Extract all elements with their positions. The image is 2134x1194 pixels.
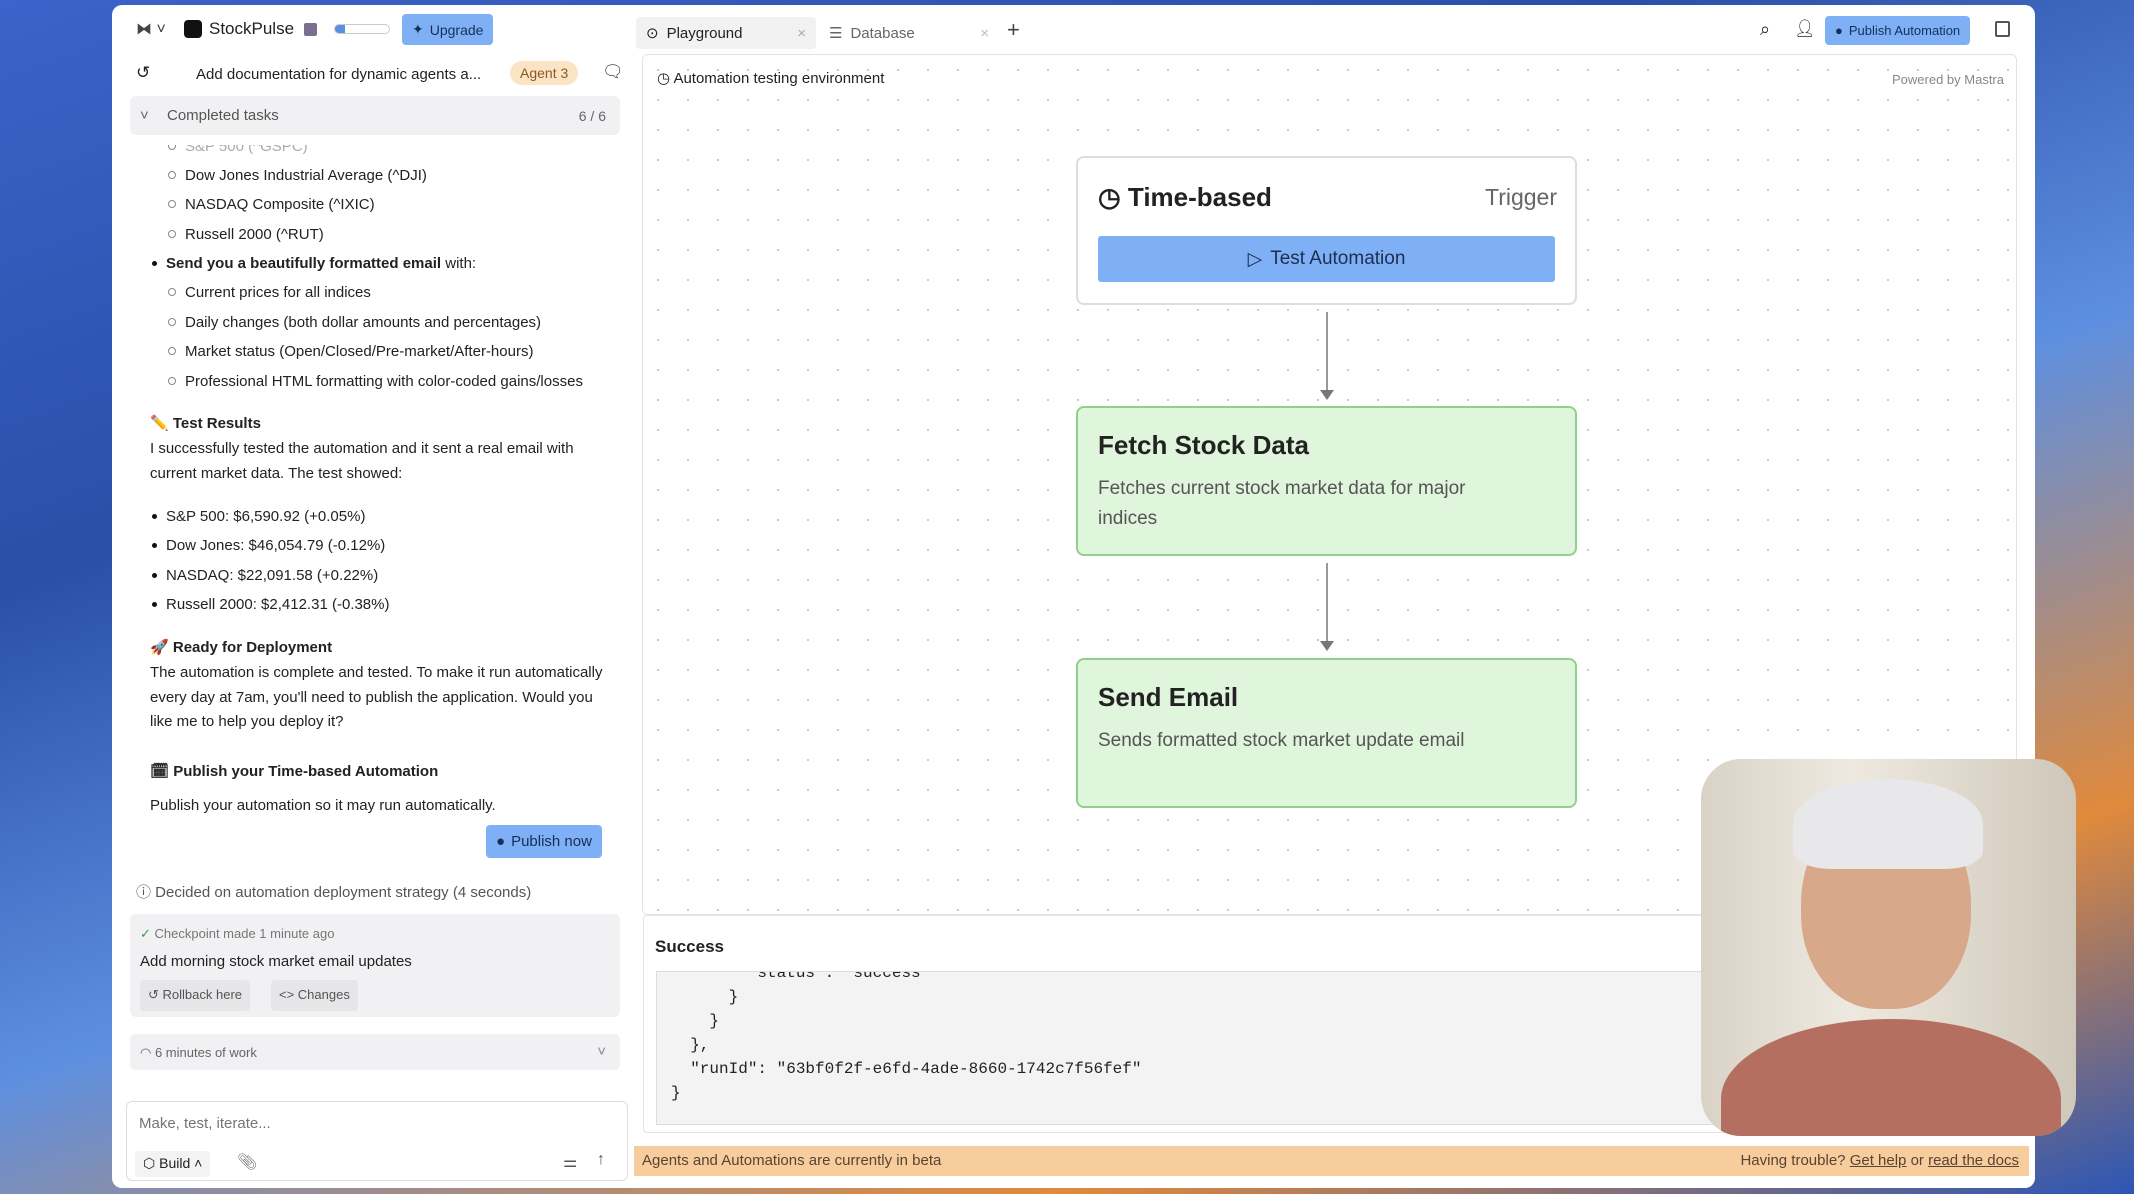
test-automation-button[interactable]: ▷Test Automation	[1098, 236, 1555, 282]
docs-link[interactable]: read the docs	[1928, 1152, 2019, 1169]
agent-badge: Agent 3	[510, 61, 579, 85]
trigger-node[interactable]: ◷ Time-based Trigger ▷Test Automation	[1076, 156, 1577, 305]
chat-input[interactable]	[139, 1110, 609, 1136]
rollback-button[interactable]: ↺ Rollback here	[140, 980, 251, 1011]
mode-select[interactable]: ⬡ Build ˄	[135, 1151, 211, 1177]
app-name[interactable]: StockPulse	[209, 19, 295, 38]
beta-banner: Agents and Automations are currently in …	[634, 1146, 2029, 1176]
send-arrow-icon[interactable]: ↑	[597, 1151, 605, 1168]
completed-tasks-toggle[interactable]: ˅ Completed tasks 6 / 6	[130, 96, 620, 135]
rocket-icon: 🚀	[150, 639, 173, 656]
stop-icon[interactable]	[304, 23, 317, 36]
thinking-icon: ⓘ	[136, 884, 156, 901]
gauge-icon: ◠	[140, 1045, 155, 1060]
settings-sliders-icon[interactable]: ⚌	[563, 1154, 578, 1171]
globe-icon: ●	[1835, 23, 1843, 38]
presenter-cap	[1793, 779, 1983, 869]
check-circle-icon: ✓	[140, 926, 155, 941]
chevron-down-icon: ˅	[597, 1043, 606, 1060]
history-icon[interactable]: ↺	[136, 63, 151, 82]
webcam-video	[1701, 759, 2076, 1136]
play-icon: ▷	[1247, 248, 1263, 270]
new-tab-button[interactable]: +	[1007, 17, 1020, 42]
new-chat-icon[interactable]: 🗨︎	[602, 62, 624, 81]
toggle-panel-icon[interactable]	[1995, 21, 2010, 37]
get-help-link[interactable]: Get help	[1849, 1152, 1907, 1169]
presenter-shirt	[1721, 1019, 2061, 1136]
connector-arrow	[1320, 312, 1334, 400]
powered-by: Powered by Mastra	[1892, 72, 2004, 87]
attach-icon[interactable]: 📎︎	[237, 1154, 258, 1171]
result-status: Success	[655, 937, 724, 956]
fetch-stock-data-node[interactable]: Fetch Stock Data Fetches current stock m…	[1076, 406, 1577, 556]
work-summary-toggle[interactable]: ◠ 6 minutes of work ˅	[130, 1034, 620, 1070]
trigger-tag: Trigger	[1485, 184, 1557, 210]
thread-title: Add documentation for dynamic agents a..…	[196, 66, 482, 83]
chat-messages: S&P 500 (^GSPC) Dow Jones Industrial Ave…	[150, 138, 603, 814]
usage-progress	[334, 24, 390, 34]
globe-icon: ●	[496, 833, 506, 850]
invite-user-icon[interactable]: 👤︎	[1794, 19, 1816, 38]
chevron-down-icon: ˅	[140, 107, 149, 124]
pencil-icon: ✏️	[150, 415, 173, 432]
sparkle-icon: ✦	[412, 21, 424, 37]
changes-button[interactable]: <> Changes	[271, 980, 358, 1011]
chat-panel: ↺ Add documentation for dynamic agents a…	[112, 55, 636, 1188]
connector-arrow	[1320, 563, 1334, 651]
publish-now-button[interactable]: ●Publish now	[486, 825, 602, 858]
clock-icon: ◷	[657, 70, 674, 87]
search-icon[interactable]: ⌕	[1760, 19, 1771, 39]
tab-playground[interactable]: ⊙Playground×	[636, 17, 816, 49]
close-tab-icon[interactable]: ×	[797, 24, 806, 42]
send-email-node[interactable]: Send Email Sends formatted stock market …	[1076, 658, 1577, 808]
database-icon: ☰	[829, 25, 843, 42]
code-icon: <>	[279, 987, 298, 1002]
app-logo-icon	[184, 20, 202, 38]
workspace-menu-icon[interactable]: ⧓ ˅	[136, 21, 166, 38]
checkpoint-card: ✓ Checkpoint made 1 minute ago Add morni…	[130, 914, 620, 1017]
close-tab-icon[interactable]: ×	[980, 24, 989, 42]
chat-input-box: ⬡ Build ˄ 📎︎ ⚌ ↑	[126, 1101, 628, 1181]
play-circle-icon: ⊙	[646, 25, 659, 42]
publish-automation-button[interactable]: ●Publish Automation	[1825, 16, 1971, 45]
clock-icon: ◷	[1098, 182, 1128, 212]
top-bar: ⧓ ˅ StockPulse ✦Upgrade ⊙Playground× ☰Da…	[112, 5, 2035, 55]
tasks-count: 6 / 6	[578, 108, 606, 124]
tab-database[interactable]: ☰Database×	[829, 24, 989, 43]
upgrade-button[interactable]: ✦Upgrade	[402, 14, 494, 45]
calendar-icon: 🗓︎	[150, 763, 174, 780]
